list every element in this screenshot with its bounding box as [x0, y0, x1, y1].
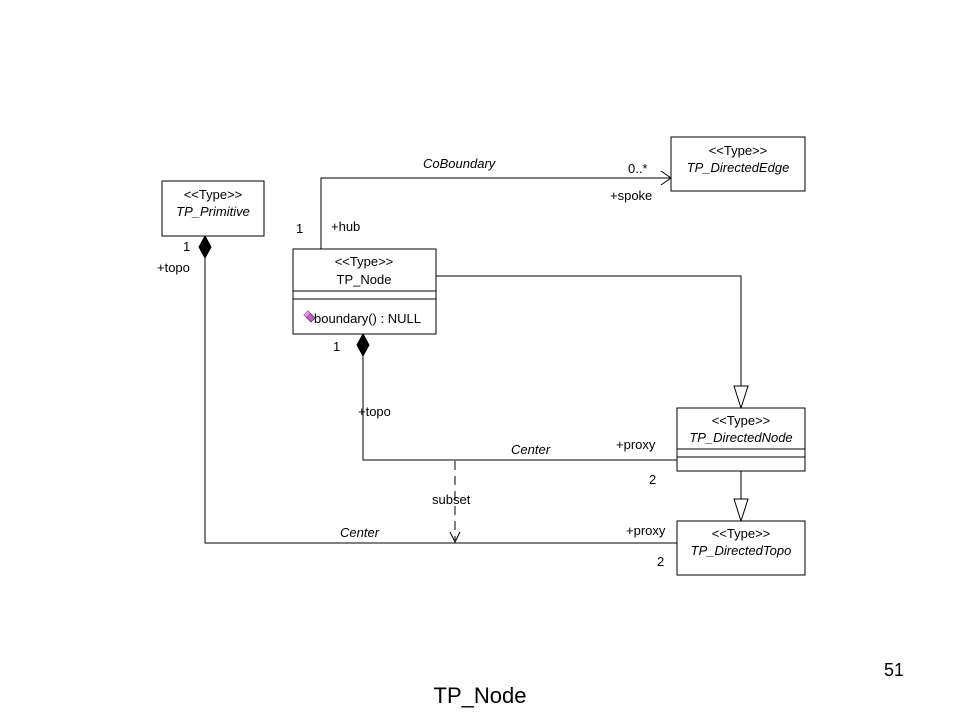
tp-node-operation: boundary() : NULL	[314, 311, 421, 326]
center-node-association-line	[362, 356, 677, 461]
subset-dependency-arrowhead	[449, 531, 461, 544]
class-tp-directed-edge: <<Type>> TP_DirectedEdge	[670, 136, 806, 192]
tp-directed-edge-stereotype: <<Type>>	[709, 143, 768, 158]
directed-node-generalization-triangle	[733, 498, 749, 523]
coboundary-spoke-multiplicity: 0..*	[628, 161, 648, 176]
tp-directed-topo-name: TP_DirectedTopo	[691, 543, 792, 558]
center-node-proxy-multiplicity: 2	[649, 472, 656, 487]
center-node-proxy-role: +proxy	[616, 437, 656, 452]
tp-directed-node-name: TP_DirectedNode	[689, 430, 792, 445]
primitive-composition-diamond	[198, 234, 212, 260]
center-primitive-topo-multiplicity: 1	[183, 239, 190, 254]
tp-node-stereotype: <<Type>>	[335, 254, 394, 269]
center-primitive-label: Center	[340, 525, 380, 540]
coboundary-hub-multiplicity: 1	[296, 221, 303, 236]
center-node-topo-multiplicity: 1	[333, 339, 340, 354]
node-generalization-line	[436, 275, 742, 386]
tp-directed-node-stereotype: <<Type>>	[712, 413, 771, 428]
center-primitive-association-line	[204, 258, 677, 544]
class-tp-directed-node: <<Type>> TP_DirectedNode	[676, 407, 806, 472]
coboundary-label: CoBoundary	[423, 156, 497, 171]
class-tp-primitive: <<Type>> TP_Primitive	[161, 180, 265, 237]
tp-primitive-name: TP_Primitive	[176, 204, 250, 219]
class-tp-directed-topo: <<Type>> TP_DirectedTopo	[676, 520, 806, 576]
coboundary-association-line	[320, 177, 671, 249]
tp-directed-topo-stereotype: <<Type>>	[712, 526, 771, 541]
center-node-label: Center	[511, 442, 551, 457]
page-number: 51	[883, 660, 904, 680]
class-tp-node: <<Type>> TP_Node boundary() : NULL	[292, 248, 437, 335]
tp-directed-edge-name: TP_DirectedEdge	[687, 160, 790, 175]
center-primitive-topo-role: +topo	[157, 260, 190, 275]
node-generalization-triangle	[733, 385, 749, 410]
operation-icon	[303, 310, 316, 323]
tp-node-name: TP_Node	[337, 272, 392, 287]
node-composition-diamond	[356, 332, 370, 358]
coboundary-spoke-role: +spoke	[610, 188, 652, 203]
coboundary-hub-role: +hub	[331, 219, 360, 234]
center-primitive-proxy-role: +proxy	[626, 523, 666, 538]
subset-label: subset	[432, 492, 471, 507]
center-primitive-proxy-multiplicity: 2	[657, 554, 664, 569]
slide-title: TP_Node	[433, 683, 527, 708]
tp-primitive-stereotype: <<Type>>	[184, 187, 243, 202]
center-node-topo-role: +topo	[358, 404, 391, 419]
